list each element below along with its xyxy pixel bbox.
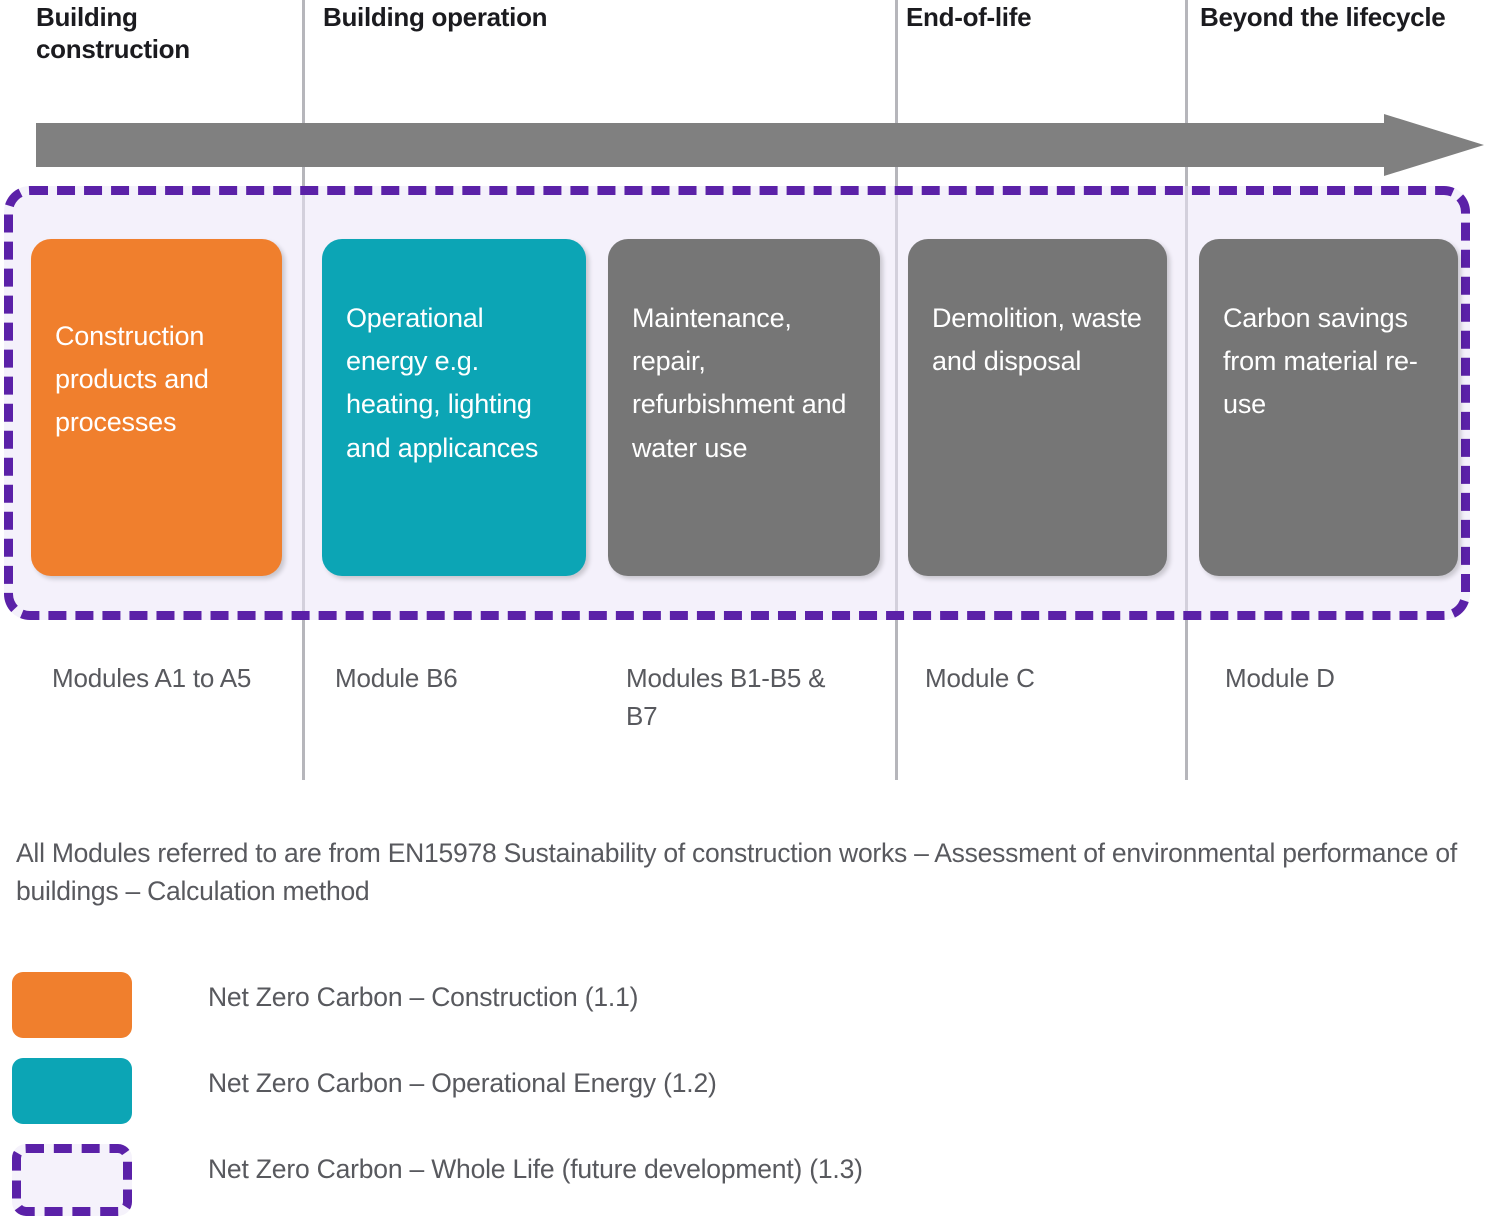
legend-item-whole-life: Net Zero Carbon – Whole Life (future dev…: [12, 1140, 1312, 1226]
module-label-operational-energy: Module B6: [335, 663, 458, 693]
stage-card-operational-energy: Operational energy e.g. heating, lightin…: [322, 239, 586, 576]
footnote-standard-reference: All Modules referred to are from EN15978…: [16, 838, 1457, 907]
timeline-right-arrow-icon: [36, 114, 1484, 176]
phase-header-beyond-the-lifecycle: Beyond the lifecycle: [1200, 2, 1446, 32]
stage-card-maintenance: Maintenance, repair, refurbishment and w…: [608, 239, 880, 576]
legend-label-whole-life: Net Zero Carbon – Whole Life (future dev…: [208, 1154, 863, 1184]
module-label-demolition: Module C: [925, 663, 1035, 693]
legend-item-construction: Net Zero Carbon – Construction (1.1): [12, 968, 1312, 1054]
legend-label-operational-energy: Net Zero Carbon – Operational Energy (1.…: [208, 1068, 717, 1098]
phase-header-building-construction: Building construction: [36, 2, 190, 64]
stage-card-carbon-savings: Carbon savings from material re-use: [1199, 239, 1458, 576]
legend-swatch-dashed-purple: [12, 1144, 132, 1216]
module-label-construction: Modules A1 to A5: [52, 663, 252, 693]
legend: Net Zero Carbon – Construction (1.1) Net…: [12, 968, 1312, 1226]
stage-card-construction: Construction products and processes: [31, 239, 282, 576]
phase-header-building-operation: Building operation: [323, 2, 548, 32]
module-label-maintenance: Modules B1-B5 & B7: [626, 663, 826, 731]
legend-item-operational-energy: Net Zero Carbon – Operational Energy (1.…: [12, 1054, 1312, 1140]
legend-swatch-teal: [12, 1058, 132, 1124]
legend-swatch-orange: [12, 972, 132, 1038]
phase-header-end-of-life: End-of-life: [906, 2, 1032, 32]
stage-card-demolition: Demolition, waste and disposal: [908, 239, 1167, 576]
module-label-carbon-savings: Module D: [1225, 663, 1335, 693]
legend-label-construction: Net Zero Carbon – Construction (1.1): [208, 982, 639, 1012]
